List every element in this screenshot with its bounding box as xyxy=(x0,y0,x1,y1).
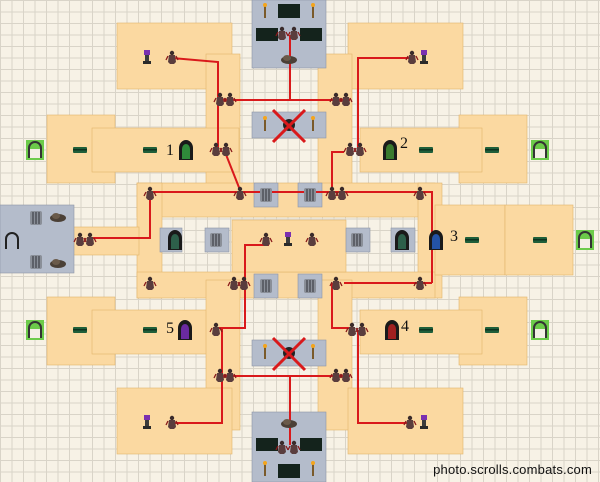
door-number-2: 2 xyxy=(400,135,408,152)
dark-panel xyxy=(300,438,322,451)
chest-icon[interactable] xyxy=(485,327,499,333)
entrance-arch-icon[interactable] xyxy=(530,139,550,161)
entrance-arch-icon[interactable] xyxy=(530,319,550,341)
door-number-3: 3 xyxy=(450,228,458,245)
chest-icon[interactable] xyxy=(485,147,499,153)
door-number-1: 1 xyxy=(166,142,174,159)
crossed-out-marks xyxy=(271,108,307,372)
entrance-arch-icon[interactable] xyxy=(25,319,45,341)
cage-icon[interactable] xyxy=(209,232,223,248)
crossed-out-mark-icon xyxy=(271,108,307,144)
dark-panel xyxy=(278,4,300,18)
cage-icon[interactable] xyxy=(303,278,317,294)
dark-panel xyxy=(256,28,278,41)
chest-icon[interactable] xyxy=(143,327,157,333)
door-number-5: 5 xyxy=(166,320,174,337)
watermark: photo.scrolls.combats.com xyxy=(433,462,592,477)
rubble xyxy=(50,4,322,478)
cage-icon[interactable] xyxy=(29,254,43,270)
dark-panel xyxy=(256,438,278,451)
door-icon[interactable] xyxy=(395,230,409,250)
chest-icon[interactable] xyxy=(465,237,479,243)
dark-panel xyxy=(300,28,322,41)
door-number-4: 4 xyxy=(401,318,409,335)
cage-icon[interactable] xyxy=(303,187,317,203)
door-icon[interactable] xyxy=(179,140,193,160)
cage-icon[interactable] xyxy=(259,278,273,294)
chest-icon[interactable] xyxy=(143,147,157,153)
chest-icon[interactable] xyxy=(73,327,87,333)
cage-icon[interactable] xyxy=(29,210,43,226)
door-icon[interactable] xyxy=(383,140,397,160)
chest-icon[interactable] xyxy=(419,147,433,153)
door-icon[interactable] xyxy=(429,230,443,250)
entrance-arch-icon[interactable] xyxy=(25,139,45,161)
chest-icon[interactable] xyxy=(73,147,87,153)
door-numbers: 1 2 3 4 5 xyxy=(166,135,458,337)
crossed-out-mark-icon xyxy=(271,336,307,372)
chest-icon[interactable] xyxy=(533,237,547,243)
door-icon[interactable] xyxy=(178,320,192,340)
dark-panel xyxy=(278,464,300,478)
route-path xyxy=(90,35,433,445)
cage-icon[interactable] xyxy=(350,232,364,248)
cage-icon[interactable] xyxy=(259,187,273,203)
door-icon[interactable] xyxy=(168,230,182,250)
chest-icon[interactable] xyxy=(419,327,433,333)
door-icon[interactable] xyxy=(385,320,399,340)
entrance-arch-icon[interactable] xyxy=(575,229,595,251)
